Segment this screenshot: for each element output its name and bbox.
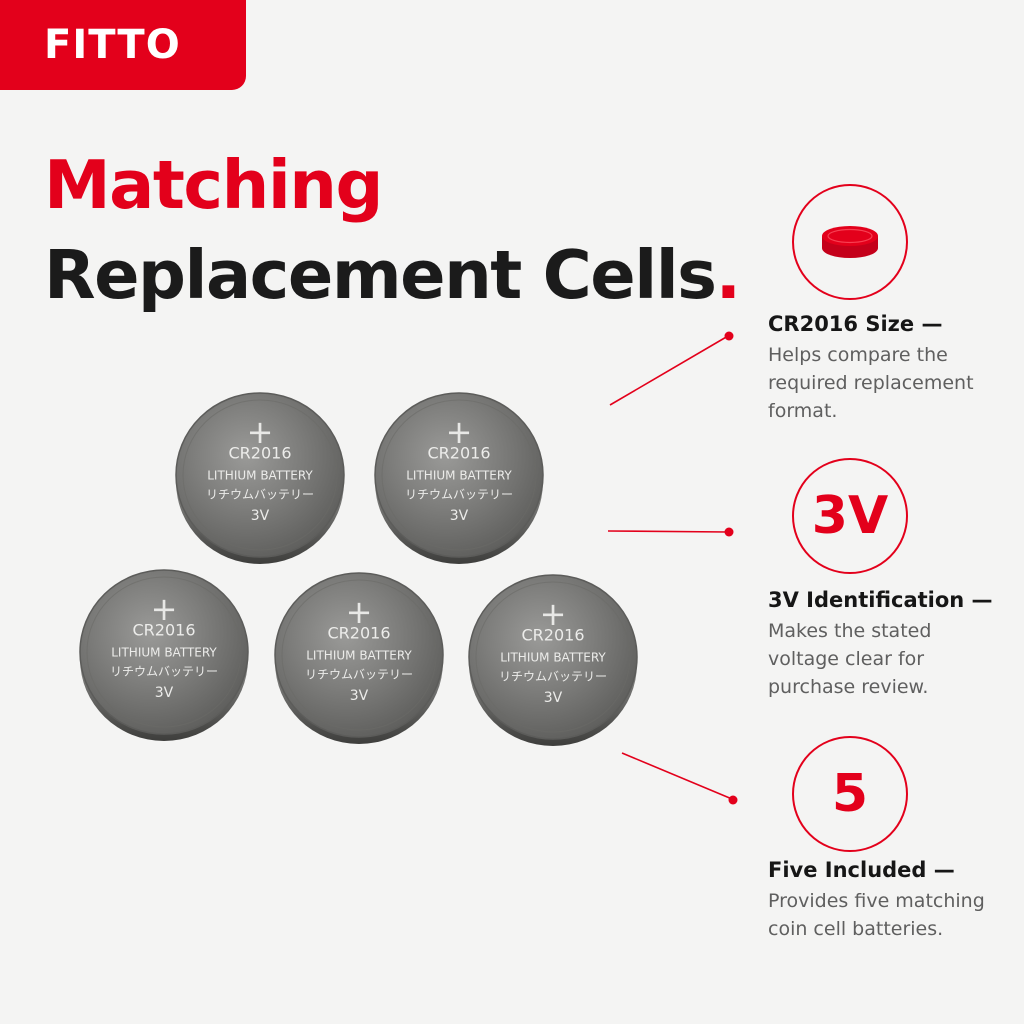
feature-voltage-description: Makes the stated voltage clear for purch…	[768, 620, 932, 698]
callout-line-count	[621, 752, 733, 800]
callout-dot-voltage	[724, 527, 734, 537]
battery-voltage: 3V	[544, 690, 563, 706]
battery-model: CR2016	[521, 626, 584, 645]
battery-type-ja: リチウムバッテリー	[110, 665, 218, 679]
battery-type-en: LITHIUM BATTERY	[207, 469, 313, 483]
battery-type-ja: リチウムバッテリー	[499, 670, 607, 684]
feature-voltage: 3V Identification — Makes the stated vol…	[768, 586, 1008, 701]
feature-count: Five Included — Provides five matching c…	[768, 856, 1008, 943]
coin-cell-battery: + CR2016 LITHIUM BATTERY リチウムバッテリー 3V	[374, 392, 544, 564]
battery-polarity: +	[446, 413, 473, 451]
battery-voltage: 3V	[155, 685, 174, 701]
battery-type-ja: リチウムバッテリー	[305, 668, 413, 682]
callout-dot-size	[724, 331, 734, 341]
feature-size-title: CR2016 Size —	[768, 312, 943, 336]
battery-model: CR2016	[132, 621, 195, 640]
coin-cell-battery: + CR2016 LITHIUM BATTERY リチウムバッテリー 3V	[274, 572, 444, 744]
battery-type-ja: リチウムバッテリー	[206, 488, 314, 502]
battery-type-en: LITHIUM BATTERY	[306, 649, 412, 663]
headline-end-dot: .	[715, 236, 741, 314]
brand-name: FITTO	[44, 22, 181, 68]
battery-model: CR2016	[228, 444, 291, 463]
feature-count-badge: 5	[792, 736, 908, 852]
coin-cell-battery: + CR2016 LITHIUM BATTERY リチウムバッテリー 3V	[175, 392, 345, 564]
battery-type-en: LITHIUM BATTERY	[111, 646, 217, 660]
battery-voltage: 3V	[350, 688, 369, 704]
feature-size-badge	[792, 184, 908, 300]
feature-voltage-badge: 3V	[792, 458, 908, 574]
coin-cell-battery: + CR2016 LITHIUM BATTERY リチウムバッテリー 3V	[79, 569, 249, 741]
page-headline: Matching Replacement Cells.	[44, 140, 741, 320]
voltage-badge-text: 3V	[811, 486, 889, 546]
coin-cell-battery: + CR2016 LITHIUM BATTERY リチウムバッテリー 3V	[468, 574, 638, 746]
feature-count-title: Five Included —	[768, 858, 955, 882]
headline-line-2-text: Replacement Cells	[44, 236, 717, 314]
battery-type-en: LITHIUM BATTERY	[500, 651, 606, 665]
battery-type-ja: リチウムバッテリー	[405, 488, 513, 502]
feature-voltage-title: 3V Identification —	[768, 588, 993, 612]
battery-polarity: +	[247, 413, 274, 451]
feature-size: CR2016 Size — Helps compare the required…	[768, 310, 1008, 425]
callout-line-size	[609, 335, 729, 406]
battery-voltage: 3V	[251, 508, 270, 524]
callout-dot-count	[728, 795, 738, 805]
battery-polarity: +	[151, 590, 178, 628]
feature-size-description: Helps compare the required replacement f…	[768, 344, 974, 422]
headline-line-1: Matching	[44, 146, 383, 224]
battery-model: CR2016	[327, 624, 390, 643]
battery-model: CR2016	[427, 444, 490, 463]
coin-cell-icon	[822, 226, 878, 258]
battery-voltage: 3V	[450, 508, 469, 524]
battery-type-en: LITHIUM BATTERY	[406, 469, 512, 483]
feature-count-description: Provides five matching coin cell batteri…	[768, 890, 985, 940]
battery-polarity: +	[346, 593, 373, 631]
brand-tag: FITTO	[0, 0, 246, 90]
callout-line-voltage	[607, 530, 729, 533]
headline-line-2: Replacement Cells.	[44, 230, 741, 320]
battery-polarity: +	[540, 595, 567, 633]
count-badge-text: 5	[831, 764, 869, 824]
